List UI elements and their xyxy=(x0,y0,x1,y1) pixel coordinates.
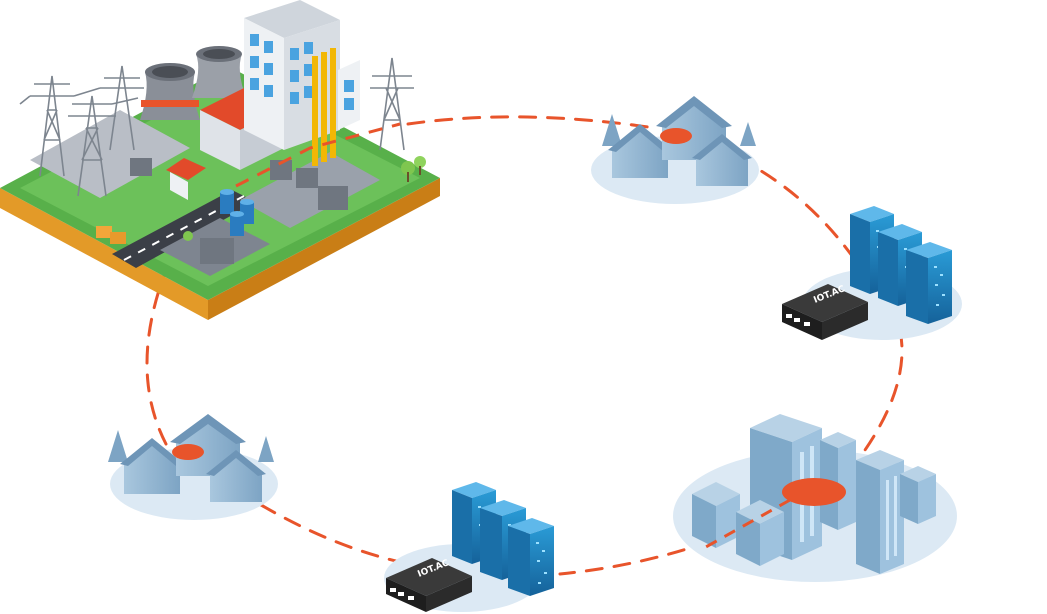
transformer xyxy=(220,189,254,236)
transmission-tower xyxy=(19,57,414,197)
plant-power-line xyxy=(235,122,401,188)
node-dot xyxy=(660,128,692,144)
city-spoke-line xyxy=(703,498,791,550)
server-rack-icon: IOT.AC xyxy=(782,206,962,340)
link-plant-to-houses-top xyxy=(406,115,657,130)
iot-device: IOT.AC xyxy=(386,558,472,612)
cooling-tower xyxy=(140,63,200,120)
houses-icon xyxy=(591,96,759,204)
node-dot xyxy=(172,444,204,460)
houses-icon xyxy=(108,414,278,520)
link-houses-left-to-plant xyxy=(145,268,168,446)
city-buildings-icon xyxy=(673,414,957,582)
iot-device: IOT.AC xyxy=(782,284,868,340)
node-dot xyxy=(782,478,846,506)
link-servers-to-city xyxy=(850,328,904,470)
server-rack-icon: IOT.AC xyxy=(384,482,554,612)
power-plant-icon xyxy=(0,0,440,320)
cooling-tower xyxy=(192,46,246,98)
